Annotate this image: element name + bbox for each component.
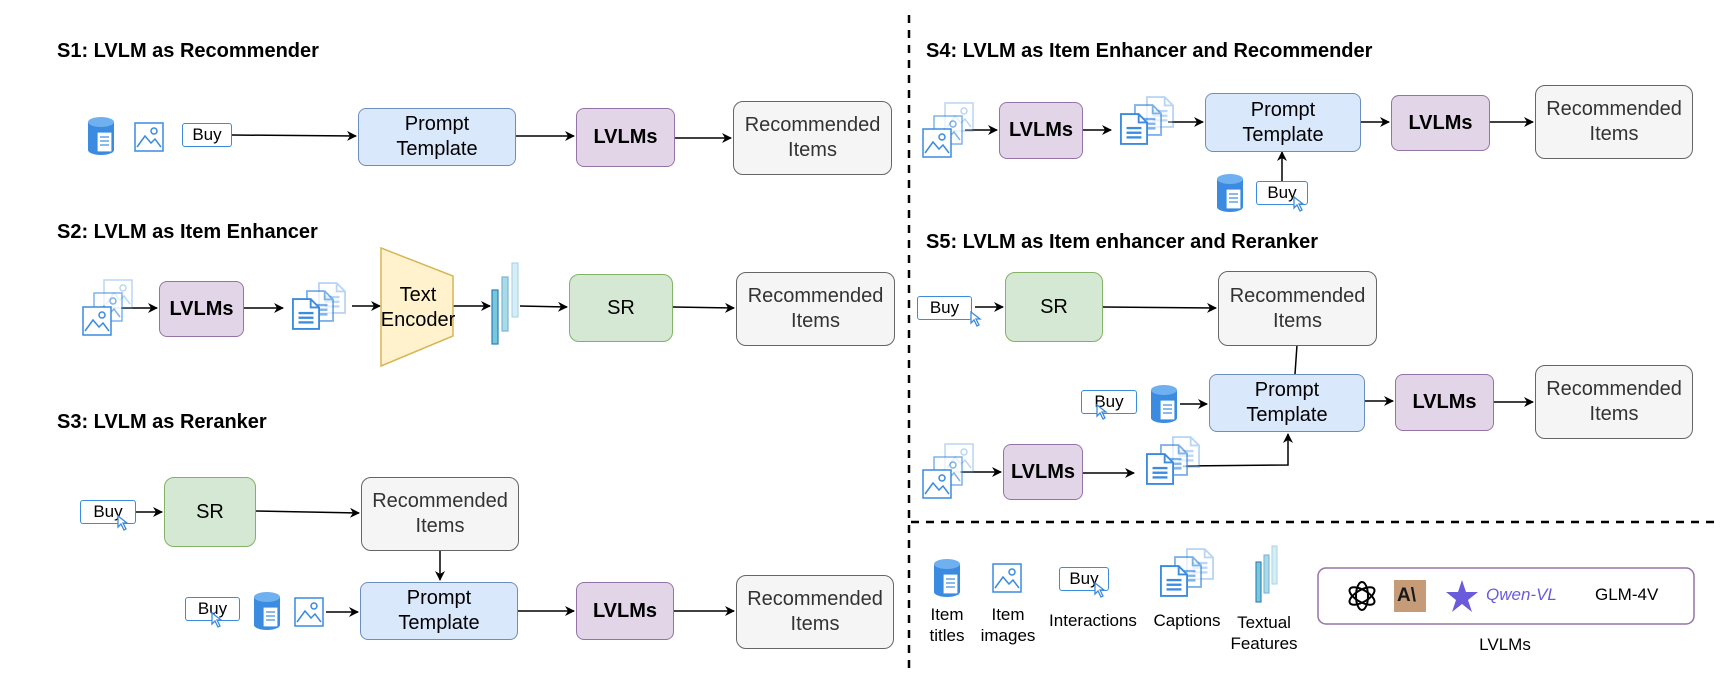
legend-item-images: Item images bbox=[980, 605, 1036, 646]
s5-arrow-sr-rec bbox=[1102, 302, 1217, 313]
item-image-icon bbox=[134, 122, 164, 152]
s2-arrow-features-sr bbox=[519, 301, 568, 312]
recommended-items-box: Recommended Items bbox=[1535, 365, 1693, 439]
s2-arrow-sr-rec bbox=[672, 302, 735, 313]
item-titles-icon bbox=[1150, 384, 1178, 424]
s2-feature-bar-1 bbox=[491, 289, 499, 345]
anthropic-mark: A\ bbox=[1397, 585, 1416, 606]
caption-doc-icon bbox=[1146, 453, 1174, 485]
lvlms-box: LVLMs bbox=[1003, 444, 1083, 500]
buy-interaction: Buy bbox=[80, 500, 136, 524]
legend-interactions: Interactions bbox=[1049, 611, 1137, 630]
text-encoder-shape bbox=[380, 246, 454, 368]
lvlms-box: LVLMs bbox=[1391, 95, 1490, 151]
sr-box: SR bbox=[1005, 272, 1103, 342]
buy-interaction: Buy bbox=[1081, 390, 1137, 414]
cursor-icon bbox=[1094, 582, 1110, 598]
text-encoder-label: Text Encoder bbox=[380, 284, 456, 331]
recommended-items-box: Recommended Items bbox=[736, 575, 894, 649]
section-title-s1: S1: LVLM as Recommender bbox=[57, 40, 319, 62]
buy-interaction: Buy bbox=[917, 296, 972, 320]
section-title-s5: S5: LVLM as Item enhancer and Reranker bbox=[926, 231, 1318, 253]
section-title-s3: S3: LVLM as Reranker bbox=[57, 411, 267, 433]
cursor-icon bbox=[117, 515, 133, 531]
qwen-label: Qwen-VL bbox=[1486, 585, 1557, 604]
legend-item-titles: Item titles bbox=[929, 605, 965, 646]
recommended-items-box: Recommended Items bbox=[1535, 85, 1693, 159]
recommended-items-box: Recommended Items bbox=[736, 272, 895, 346]
s3-arrow-sr-rec bbox=[255, 507, 360, 518]
anthropic-logo-icon bbox=[1394, 580, 1426, 612]
recommended-items-box: Recommended Items bbox=[1218, 271, 1377, 346]
lvlms-box: LVLMs bbox=[576, 108, 675, 167]
caption-doc-icon bbox=[1160, 565, 1188, 597]
cursor-icon bbox=[970, 311, 986, 327]
s2-feature-bar-3 bbox=[511, 262, 519, 318]
legend-captions: Captions bbox=[1153, 611, 1221, 630]
legend-feature-bar-2 bbox=[1263, 554, 1270, 594]
legend-textual-features: Textual Features bbox=[1230, 613, 1298, 654]
cursor-icon bbox=[1096, 404, 1112, 420]
prompt-template-box: Prompt Template bbox=[1209, 374, 1365, 432]
item-titles-icon bbox=[87, 116, 115, 156]
s5-arrow-caption-prompt bbox=[1182, 433, 1293, 467]
cursor-icon bbox=[1293, 196, 1309, 212]
item-image-icon bbox=[922, 469, 952, 499]
s5-line-rec-prompt bbox=[1294, 344, 1298, 375]
caption-doc-icon bbox=[1120, 113, 1148, 145]
lvlms-box: LVLMs bbox=[576, 582, 674, 640]
cursor-icon bbox=[211, 612, 227, 628]
item-titles-icon bbox=[933, 558, 961, 598]
lvlms-box: LVLMs bbox=[159, 281, 244, 337]
item-titles-icon bbox=[253, 591, 281, 631]
prompt-template-box: Prompt Template bbox=[1205, 93, 1361, 152]
section-title-s2: S2: LVLM as Item Enhancer bbox=[57, 221, 318, 243]
glm-label: GLM-4V bbox=[1595, 585, 1659, 604]
legend-feature-bar-3 bbox=[1271, 545, 1278, 585]
buy-interaction: Buy bbox=[185, 597, 240, 621]
sr-box: SR bbox=[569, 274, 673, 342]
item-titles-icon bbox=[1216, 173, 1244, 213]
item-image-icon bbox=[922, 128, 952, 158]
prompt-template-box: Prompt Template bbox=[360, 582, 518, 640]
qwen-logo-icon bbox=[1446, 580, 1478, 612]
prompt-template-box: Prompt Template bbox=[358, 108, 516, 166]
item-image-icon bbox=[992, 563, 1022, 593]
s2-feature-bar-2 bbox=[501, 276, 509, 332]
legend-lvlms-caption: LVLMs bbox=[1479, 635, 1531, 654]
item-image-icon bbox=[294, 597, 324, 627]
legend-buy: Buy bbox=[1059, 567, 1109, 591]
section-title-s4: S4: LVLM as Item Enhancer and Recommende… bbox=[926, 40, 1373, 62]
legend-feature-bar-1 bbox=[1255, 561, 1262, 603]
recommended-items-box: Recommended Items bbox=[361, 477, 519, 551]
caption-doc-icon bbox=[292, 298, 320, 330]
recommended-items-box: Recommended Items bbox=[733, 101, 892, 175]
sr-box: SR bbox=[164, 477, 256, 547]
s1-arrow-buy-prompt bbox=[230, 130, 357, 141]
lvlms-box: LVLMs bbox=[1395, 374, 1494, 431]
item-image-icon bbox=[82, 306, 112, 336]
openai-logo-icon bbox=[1348, 581, 1376, 611]
buy-interaction: Buy bbox=[182, 123, 232, 147]
lvlms-box: LVLMs bbox=[999, 102, 1083, 159]
